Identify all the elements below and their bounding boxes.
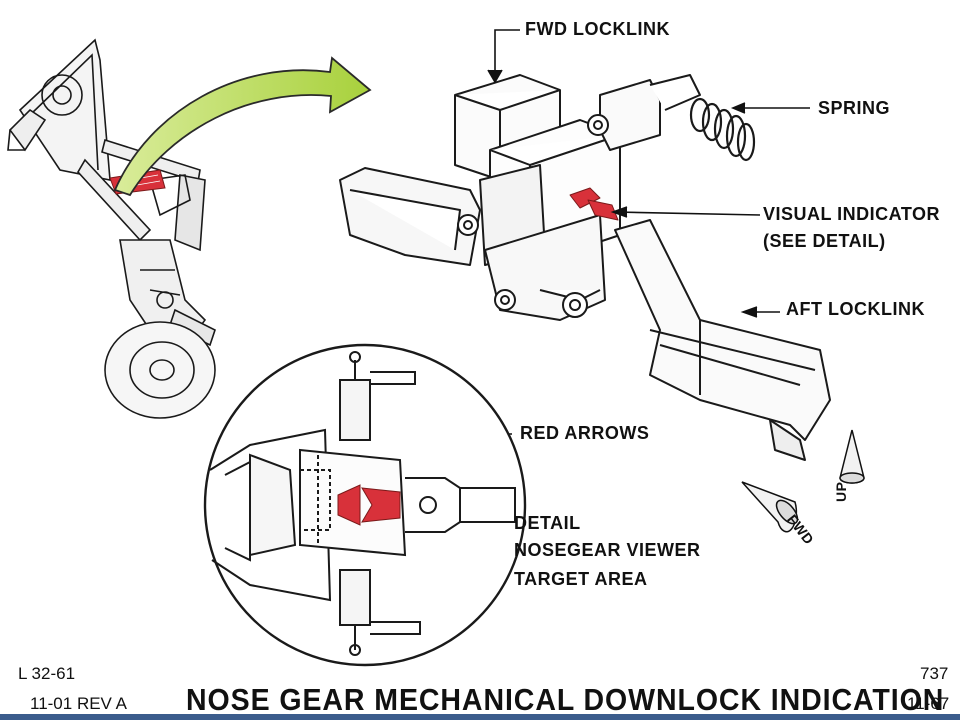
bottom-edge-bar — [0, 714, 960, 720]
label-visual-indicator: VISUAL INDICATOR — [763, 204, 941, 224]
footer-model: 737 — [920, 664, 949, 683]
page-title: NOSE GEAR MECHANICAL DOWNLOCK INDICATION — [186, 682, 945, 717]
label-red-arrows: RED ARROWS — [520, 423, 650, 443]
footer-revision: 11-01 REV A — [30, 694, 128, 713]
label-nosegear-viewer: NOSEGEAR VIEWER — [514, 540, 701, 560]
label-aft-locklink: AFT LOCKLINK — [786, 299, 925, 319]
label-see-detail: (SEE DETAIL) — [763, 231, 886, 251]
label-up: UP — [833, 481, 849, 502]
label-fwd-locklink: FWD LOCKLINK — [525, 19, 670, 39]
fwd-direction-icon — [741, 481, 799, 533]
detail-circle — [203, 343, 527, 667]
nose-gear-overview — [7, 38, 216, 419]
label-target-area: TARGET AREA — [514, 569, 648, 589]
locklink-assembly — [339, 74, 831, 461]
label-detail: DETAIL — [514, 513, 581, 533]
footer-ref-code: L 32-61 — [18, 664, 76, 683]
footer-date: 11-67 — [907, 694, 950, 713]
label-spring: SPRING — [818, 98, 891, 118]
transfer-arrow — [113, 56, 372, 197]
up-direction-icon — [839, 429, 865, 484]
